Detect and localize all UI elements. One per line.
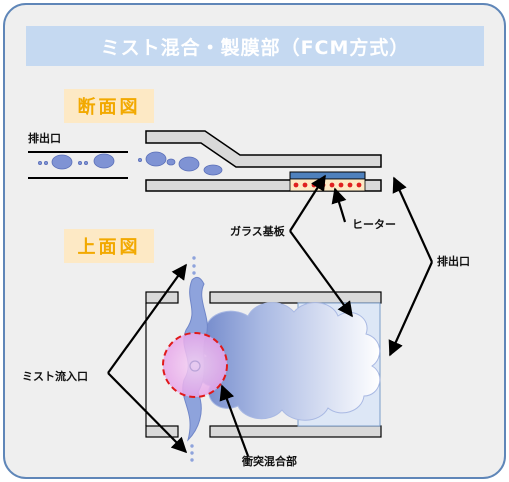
arrows	[107, 174, 434, 457]
mist-flow-cross-section	[38, 151, 223, 176]
mist-droplets	[190, 256, 196, 462]
swirl-mark	[189, 360, 201, 372]
upper-wall	[145, 130, 382, 168]
glass-substrate-label: ガラス基板	[230, 225, 285, 238]
cross-section-label: 断面図	[64, 89, 154, 123]
lower-wall	[145, 179, 382, 192]
exhaust-right-label: 排出口	[437, 255, 470, 268]
bottom-rail-right	[209, 425, 382, 438]
exhaust-left-label: 排出口	[28, 132, 61, 145]
glass-substrate	[289, 171, 366, 180]
heater-block	[289, 178, 366, 192]
title-bar: ミスト混合・製膜部（FCM方式）	[26, 26, 484, 66]
top-view-label: 上面図	[64, 229, 154, 263]
heater-label: ヒーター	[352, 218, 396, 231]
collision-zone	[162, 332, 228, 398]
top-rail-right	[209, 291, 382, 304]
mist-inlet-label: ミスト流入口	[22, 370, 88, 383]
diagram-title: ミスト混合・製膜部（FCM方式）	[100, 36, 410, 59]
collision-mixing-label: 衝突混合部	[242, 455, 297, 468]
bottom-rail-left	[145, 425, 179, 438]
